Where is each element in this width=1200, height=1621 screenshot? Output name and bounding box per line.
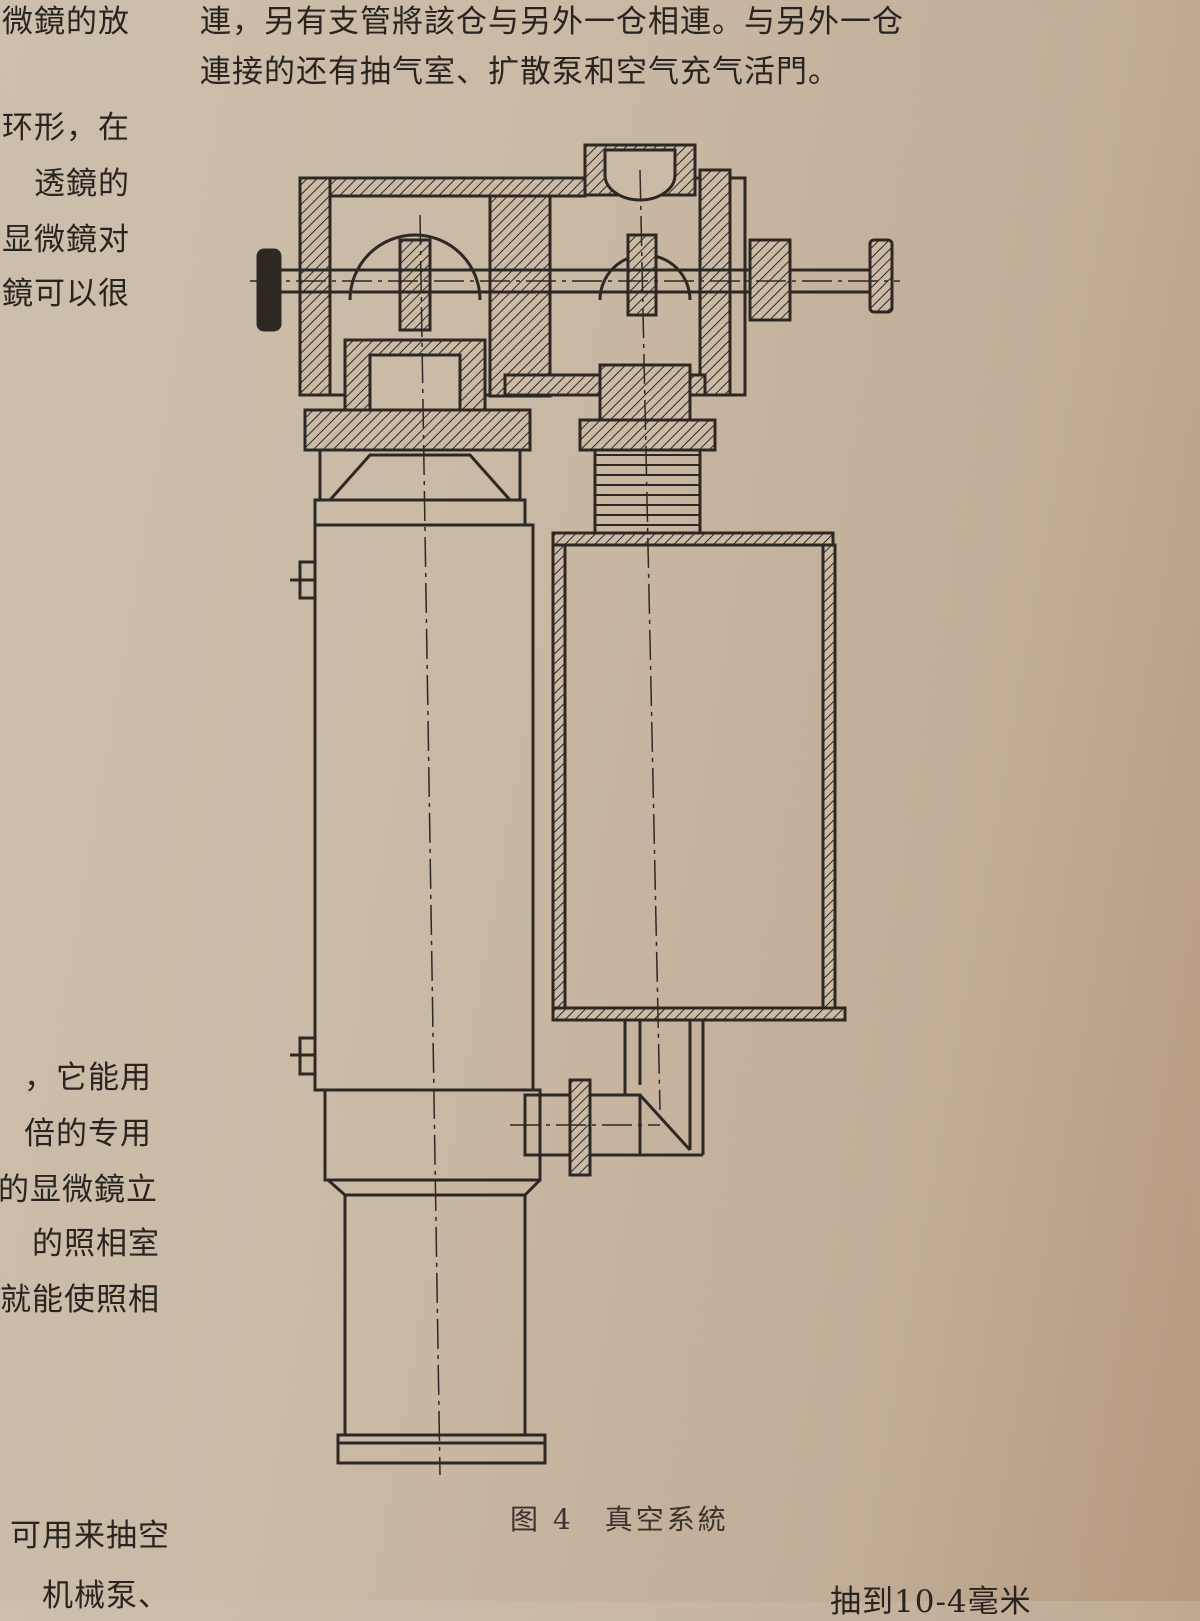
main-column	[290, 498, 547, 1465]
body-text-line-2: 連接的还有抽气室、扩散泵和空气充气活門。	[200, 54, 840, 90]
drive-shaft	[256, 238, 894, 332]
left-column-line: 显微鏡对	[2, 222, 130, 258]
left-column-line: 就能使照相	[0, 1282, 160, 1318]
left-column-line: 微鏡的放	[2, 4, 130, 40]
right-valve-dome	[598, 233, 692, 317]
left-column-line: 的照相室	[32, 1226, 160, 1262]
left-valve-dome	[348, 233, 482, 332]
left-column-line: 透鏡的	[34, 166, 130, 202]
left-column-line: 环形，在	[2, 110, 130, 146]
left-column-line: 倍的专用	[24, 1116, 152, 1152]
side-tank	[523, 531, 847, 1177]
left-column-line: 的显微鏡立	[0, 1172, 158, 1208]
figure-caption: 图 4 真空系統	[510, 1503, 729, 1536]
left-column-line: ，它能用	[24, 1060, 152, 1096]
body-text-line-1: 連，另有支管將該仓与另外一仓相連。与另外一仓	[200, 4, 904, 40]
left-column-line: 鏡可以很	[2, 276, 130, 312]
center-lines	[250, 169, 900, 1476]
left-column-line: 可用来抽空	[10, 1518, 170, 1554]
left-bellows	[303, 338, 532, 502]
